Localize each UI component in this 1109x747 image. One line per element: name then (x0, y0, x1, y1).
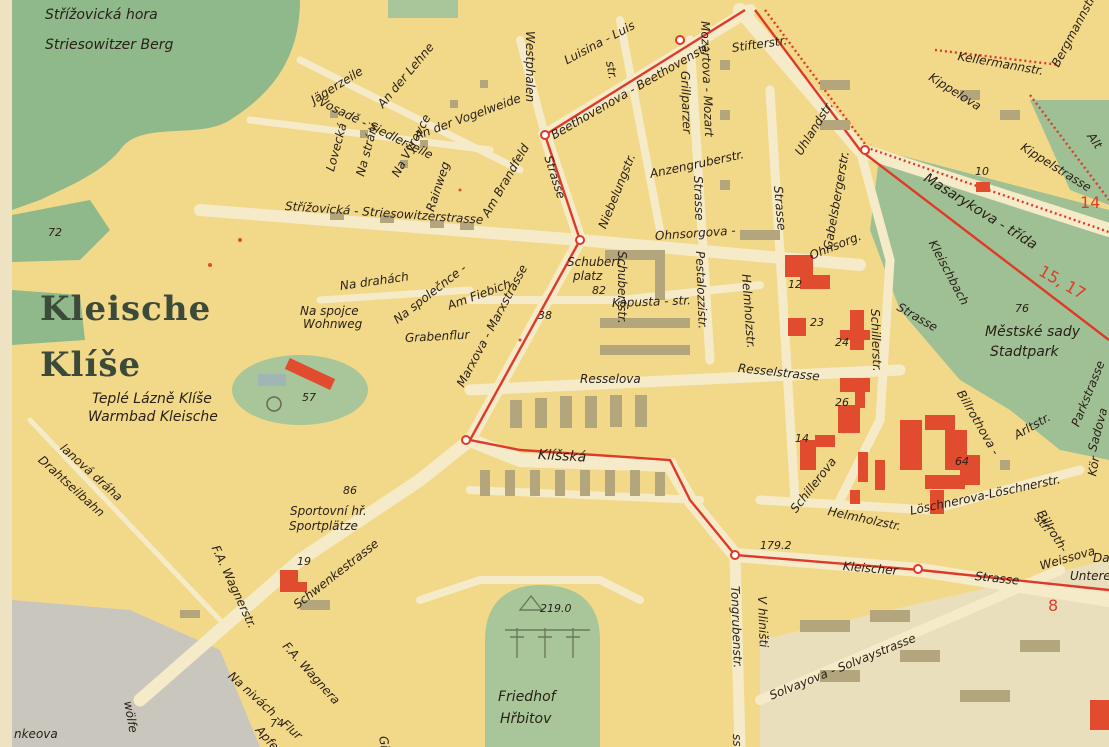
street-label: ss (730, 733, 745, 747)
tram-route-number: 14 (1080, 193, 1101, 212)
pool-round (266, 396, 282, 412)
park-label: Stadtpark (990, 344, 1059, 360)
street-label: Klíšská (537, 447, 587, 466)
elevation-label: 219.0 (540, 602, 572, 615)
street-label: Schubertstr. (615, 251, 629, 324)
street-label: Grabenflur (404, 327, 470, 345)
street-label: Westphalen (523, 31, 537, 103)
block-number: 24 (835, 336, 849, 349)
block-number: 12 (788, 278, 802, 291)
block-number: 19 (297, 555, 311, 568)
park-top-right (1030, 100, 1109, 205)
street-label: Untere (1070, 569, 1109, 583)
block-number: 76 (1015, 302, 1029, 315)
street-label: Gir (376, 734, 393, 747)
street-label: Da (1093, 551, 1109, 565)
street-label: Tongrubenstr. (728, 585, 745, 669)
place-label: Hřbitov (500, 711, 552, 727)
block-number: 86 (343, 484, 357, 497)
street-label: Wohnweg (303, 317, 363, 331)
street-label: Pestalozzistr. (693, 250, 710, 330)
building-blocks (180, 60, 1060, 702)
cemetery-crosses (505, 594, 590, 658)
street-label: Grillparzer (678, 70, 695, 134)
street-label: Strasse (771, 185, 789, 231)
cemetery (485, 585, 600, 747)
street-label: Kör (1085, 455, 1103, 478)
street-label: V hliništi (755, 595, 771, 648)
park-label: Městské sady (985, 324, 1080, 340)
block-number: 64 (955, 455, 969, 468)
block-number: 10 (975, 165, 989, 178)
pool (258, 374, 286, 386)
block-number: 72 (48, 226, 62, 239)
stadtpark-area (870, 150, 1109, 460)
block-number: 23 (810, 316, 824, 329)
street-label: Schillerstr. (868, 308, 885, 372)
place-label: Sportovní hř. (290, 504, 367, 518)
place-label: Friedhof (498, 689, 556, 705)
street-label: Střížovická hora (45, 7, 158, 23)
street-label: Na spojce (300, 304, 359, 318)
park-top (388, 0, 458, 18)
place-label: Warmbad Kleische (88, 409, 218, 425)
block-number: 57 (302, 391, 316, 404)
warmbad-park (232, 355, 368, 425)
street-label: Strasse (691, 175, 707, 221)
street-label: Schubert (567, 255, 622, 269)
place-label: Sportplätze (289, 519, 358, 533)
block-number: 82 (592, 284, 606, 297)
forest-area-3 (12, 290, 85, 345)
street-label: Kapusta - str. (611, 293, 692, 310)
street-label: Resselova (580, 372, 641, 386)
industrial-area (12, 600, 260, 747)
tram-route-number: 8 (1048, 596, 1059, 615)
street-label: platz (573, 269, 603, 283)
district-name-cs: Klíše (40, 345, 142, 385)
elevation-label: 179.2 (760, 539, 792, 552)
street-label: str. (603, 59, 621, 81)
forest-area-2 (12, 200, 110, 262)
tram-stops (461, 35, 923, 574)
block-number: 38 (538, 309, 552, 322)
block-number: 14 (795, 432, 809, 445)
street-label: Mozartova - Mozart (698, 20, 717, 137)
marker-dots (208, 188, 522, 342)
block-number: 74 (270, 717, 284, 730)
forest-area (12, 0, 300, 210)
street-label: Striesowitzer Berg (45, 37, 174, 53)
map-margin (0, 0, 12, 747)
block-number: 26 (835, 396, 849, 409)
street-label: nkeova (14, 727, 58, 741)
public-buildings (280, 182, 1109, 730)
place-label: Teplé Lázně Klíše (92, 391, 212, 407)
district-name-de: Kleische (40, 289, 212, 329)
